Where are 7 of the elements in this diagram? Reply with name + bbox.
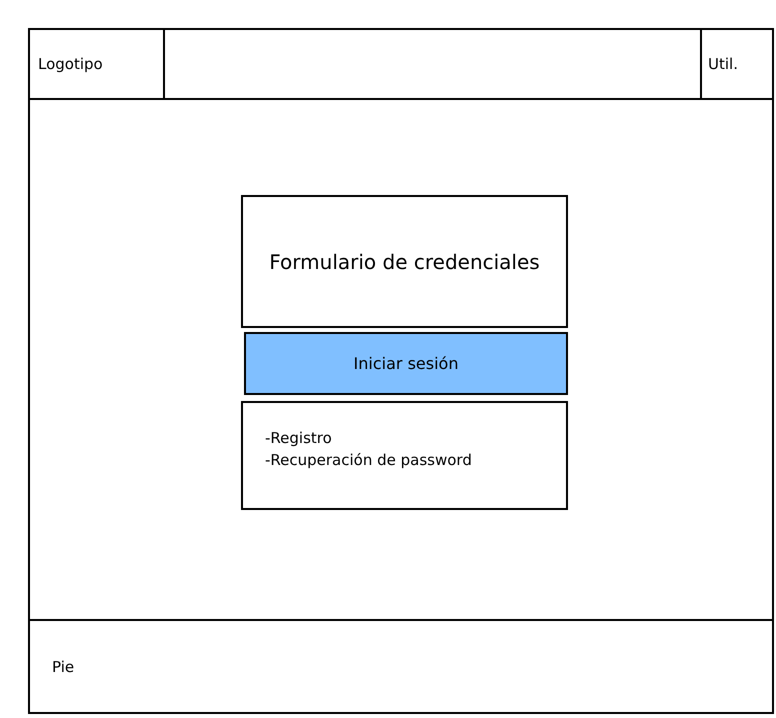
- link-text: -Recuperación de password: [265, 450, 473, 471]
- page-frame: [28, 28, 774, 714]
- form-panel: Formulario de credenciales: [241, 195, 568, 328]
- link-text: -Registro: [265, 428, 333, 449]
- login-button: Iniciar sesión: [244, 332, 568, 395]
- links-panel: [241, 401, 568, 510]
- header-bar: [28, 28, 774, 100]
